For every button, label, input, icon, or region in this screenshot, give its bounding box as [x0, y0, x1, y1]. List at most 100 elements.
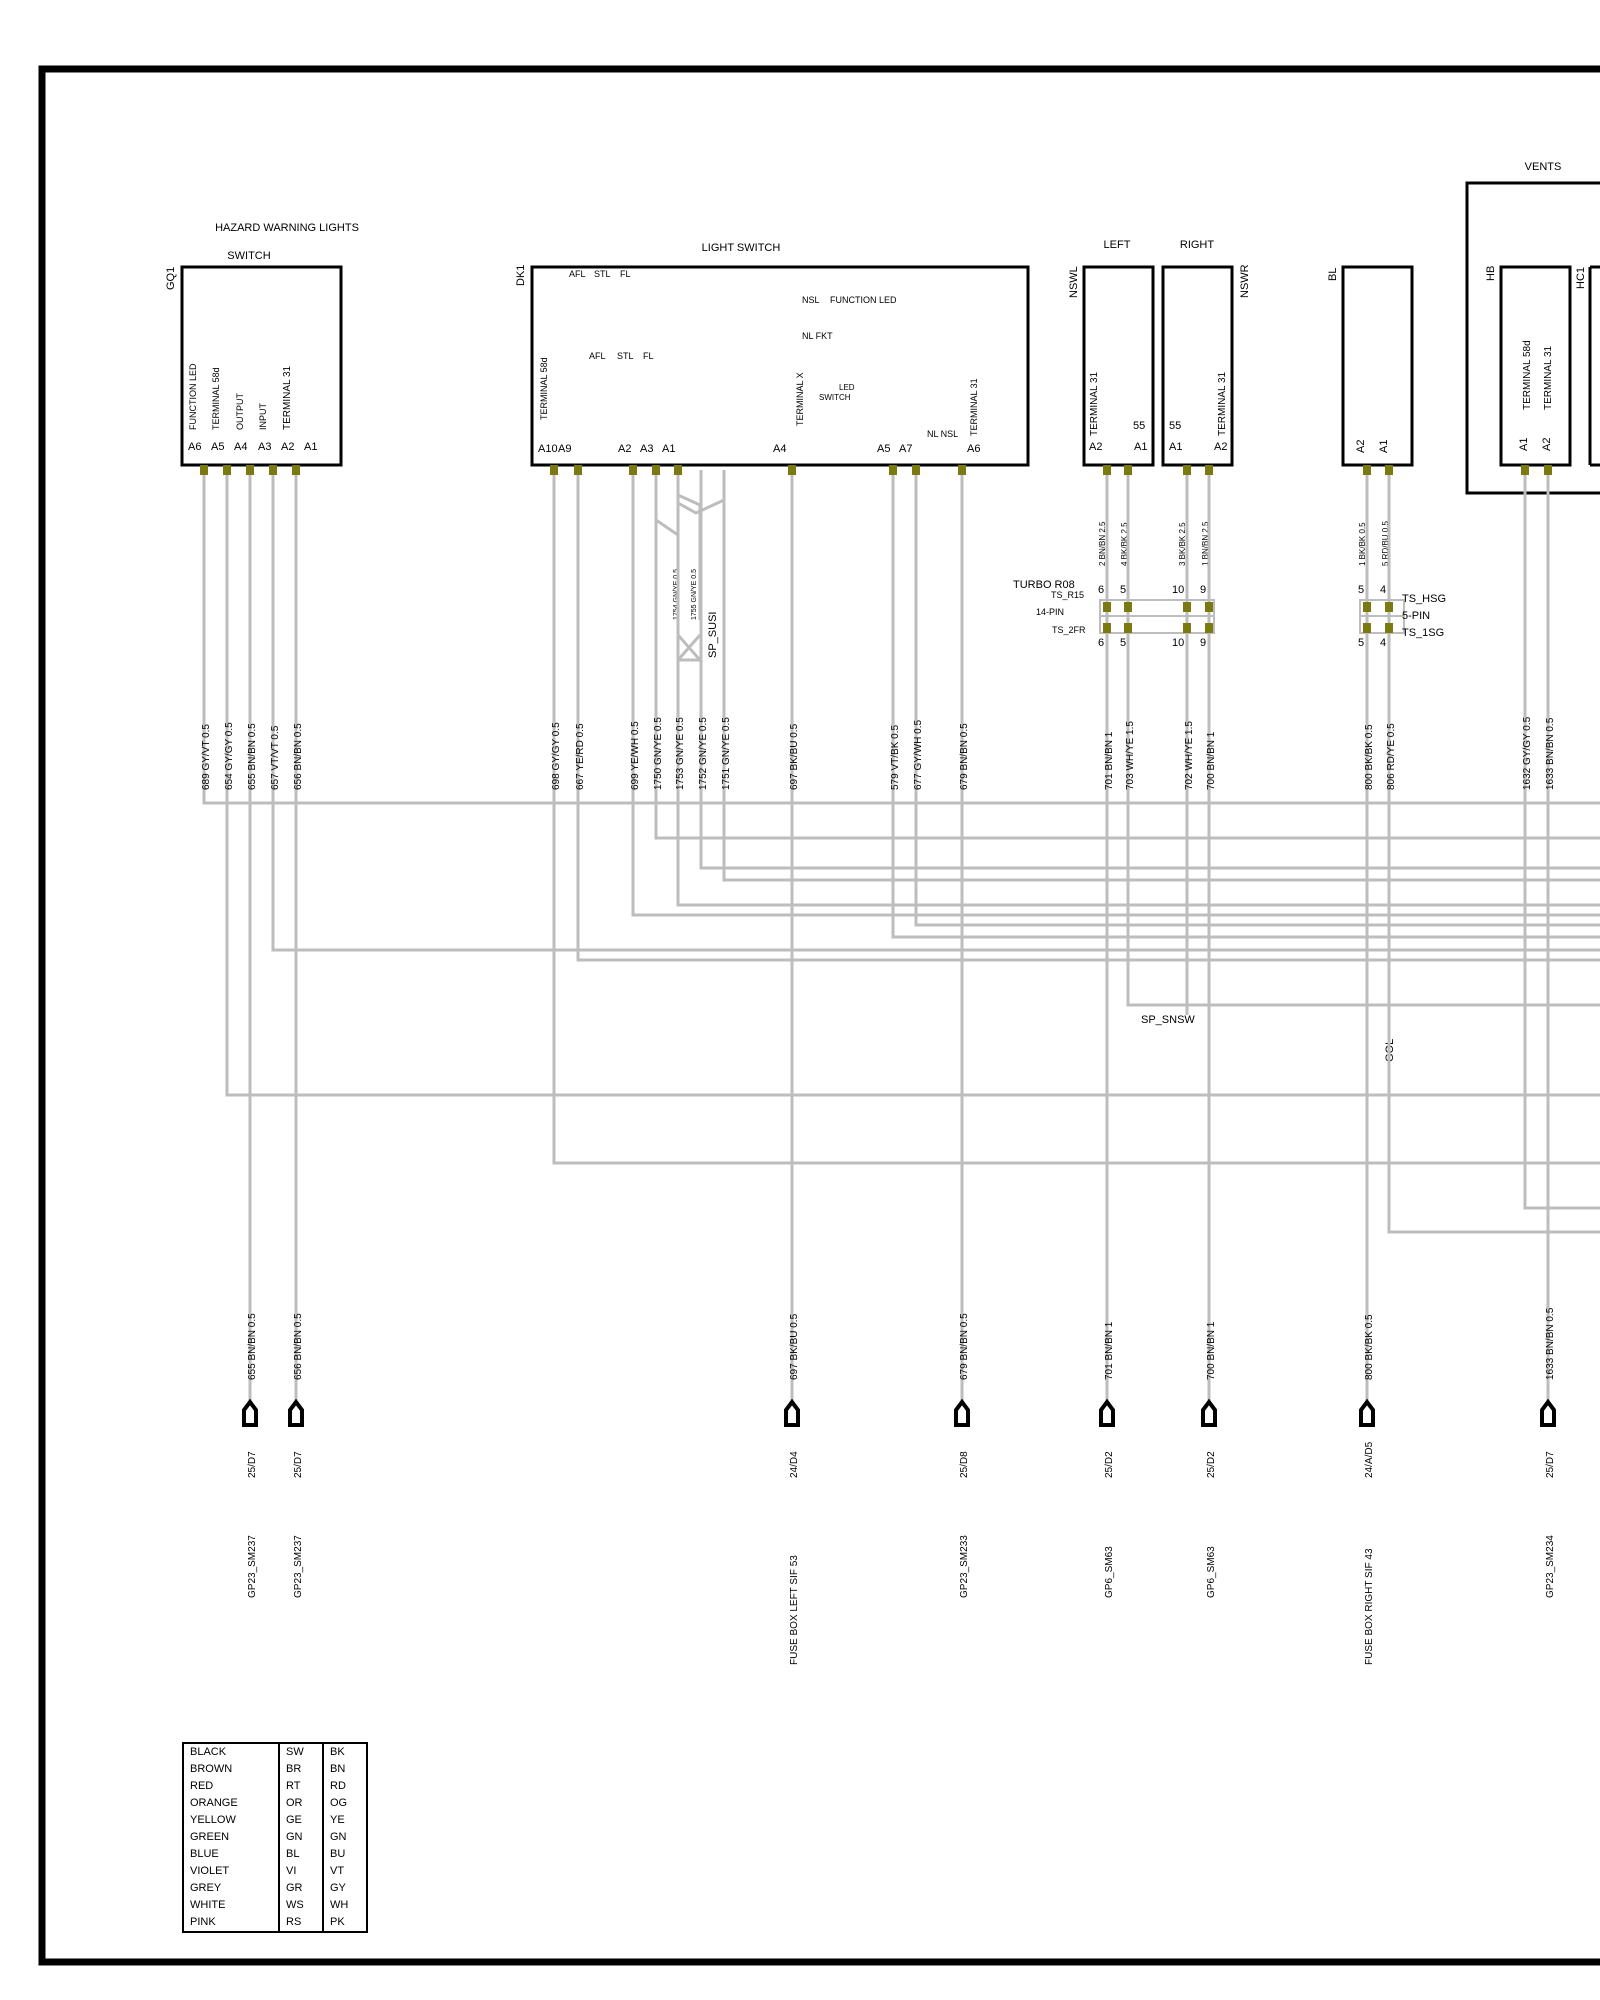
end-wire-label: 1633 BN/BN 0.5	[1545, 1307, 1556, 1380]
pin-terminal	[269, 465, 277, 475]
pin-terminal	[652, 465, 660, 475]
nswr-pin: A2	[1214, 441, 1227, 453]
end-destination: GP23_SM237	[247, 1535, 258, 1598]
connector-right-pin: 5	[1358, 584, 1364, 596]
wire-label: 697 BK/BU 0.5	[789, 723, 800, 790]
end-wire-label: 800 BK/BK 0.5	[1364, 1314, 1375, 1380]
end-wire-label: 700 BN/BN 1	[1206, 1321, 1217, 1380]
dk1-vlabel: TERMINAL 31	[969, 378, 979, 436]
dk1-pin: A9	[558, 443, 571, 455]
dk1-inner-label: FL	[643, 351, 654, 361]
dk1-pin: A5	[877, 443, 890, 455]
pin-terminal	[1183, 465, 1191, 475]
end-wire-label: 697 BK/BU 0.5	[789, 1313, 800, 1380]
nswl-vlabel: TERMINAL 31	[1089, 371, 1100, 436]
pin-terminal	[1385, 623, 1393, 633]
bl-box	[1341, 265, 1414, 467]
end-destination: GP6_SM63	[1206, 1546, 1217, 1598]
pin-terminal	[1385, 465, 1393, 475]
wire-label: 679 BN/BN 0.5	[959, 723, 970, 790]
dk1-pin: A6	[967, 443, 980, 455]
wire-label: 654 GY/GY 0.5	[224, 722, 235, 790]
nswr-pin: A1	[1169, 441, 1182, 453]
pin-terminal	[958, 465, 966, 475]
connector-left-label: 14-PIN	[1036, 607, 1064, 617]
connector-left-pin: 10	[1172, 584, 1184, 596]
pin-terminal	[223, 465, 231, 475]
terminal-arrow-icon	[1359, 1398, 1375, 1427]
dk1-inner-label: STL	[617, 351, 634, 361]
end-reference: 25/D2	[1206, 1451, 1217, 1478]
legend-cell: RT	[278, 1778, 324, 1795]
legend-cell: YELLOW	[182, 1812, 280, 1829]
pin-terminal	[1103, 602, 1111, 612]
dk1-inner-label: AFL	[589, 351, 606, 361]
wire-label: 1750 GN/YE 0.5	[653, 717, 664, 790]
legend-cell: RED	[182, 1778, 280, 1795]
connector-left-label: TS_R15	[1051, 590, 1084, 600]
legend-cell: VI	[278, 1863, 324, 1880]
dk1-vlabel: TERMINAL X	[795, 372, 805, 426]
dk1-inner-label: NL NSL	[927, 429, 958, 439]
legend-cell: GN	[322, 1829, 368, 1846]
wire-label: 699 YE/WH 0.5	[630, 721, 641, 790]
dk1-inner-label: FL	[620, 269, 631, 279]
pin-terminal	[1124, 465, 1132, 475]
wire	[631, 470, 1600, 917]
end-wire-label: 679 BN/BN 0.5	[959, 1313, 970, 1380]
dk1-pin: A1	[662, 443, 675, 455]
nswl-box	[1082, 265, 1155, 467]
dk1-inner-label: NL FKT	[802, 331, 833, 341]
wire-label: 689 GY/VT 0.5	[201, 724, 212, 790]
wire-label: 702 WH/YE 1.5	[1184, 721, 1195, 790]
dk1-inner-label: SWITCH	[819, 393, 851, 402]
pin-terminal	[1205, 602, 1213, 612]
end-reference: 25/D8	[959, 1451, 970, 1478]
end-destination: FUSE BOX LEFT SIF 53	[789, 1555, 800, 1665]
wire	[576, 470, 1600, 962]
gq1-id: GQ1	[165, 267, 177, 290]
connector-left-pin: 6	[1098, 584, 1104, 596]
short-wire-label: 1 BN/BN 2.5	[1201, 521, 1210, 566]
hc1-id: HC1	[1575, 267, 1587, 289]
connector-left-pin: 9	[1200, 637, 1206, 649]
pin-terminal	[1363, 602, 1371, 612]
dk1-pin: A4	[773, 443, 786, 455]
wire-label: 667 YE/RD 0.5	[575, 723, 586, 790]
legend-cell: WHITE	[182, 1897, 280, 1914]
connector-left-pin: 5	[1120, 637, 1126, 649]
legend-cell: BLACK	[182, 1743, 280, 1761]
wire-label: 579 VT/BK 0.5	[890, 725, 901, 790]
pin-terminal	[200, 465, 208, 475]
short-wire-label: 5 RD/BU 0.5	[1381, 521, 1390, 566]
vents-title: VENTS	[1525, 161, 1562, 173]
legend-cell: BL	[278, 1846, 324, 1863]
pin-terminal	[788, 465, 796, 475]
legend-cell: BR	[278, 1761, 324, 1778]
dk1-inner-label: AFL	[569, 269, 586, 279]
bl-id: BL	[1327, 268, 1339, 281]
wire-label: 1632 GY/GY 0.5	[1522, 716, 1533, 790]
terminal-arrow-icon	[1099, 1398, 1115, 1427]
dk1-pin: A10	[538, 443, 558, 455]
legend-cell: BK	[322, 1743, 368, 1761]
legend-cell: GE	[278, 1812, 324, 1829]
vents-box	[1465, 181, 1600, 495]
legend-cell: VIOLET	[182, 1863, 280, 1880]
gq1-pin: A2	[281, 441, 294, 453]
terminal-arrow-icon	[954, 1398, 970, 1427]
pin-terminal	[1544, 465, 1552, 475]
wire	[654, 470, 1600, 840]
wire-label: 1751 GN/YE 0.5	[721, 717, 732, 790]
gq1-pin-label: TERMINAL 58d	[211, 367, 221, 430]
pin-terminal	[912, 465, 920, 475]
dk1-pin: A2	[618, 443, 631, 455]
wire	[1523, 470, 1600, 1210]
short-wire-label: 2 BN/BN 2.5	[1098, 521, 1107, 566]
legend-cell: YE	[322, 1812, 368, 1829]
wire-label: 800 BK/BK 0.5	[1364, 724, 1375, 790]
